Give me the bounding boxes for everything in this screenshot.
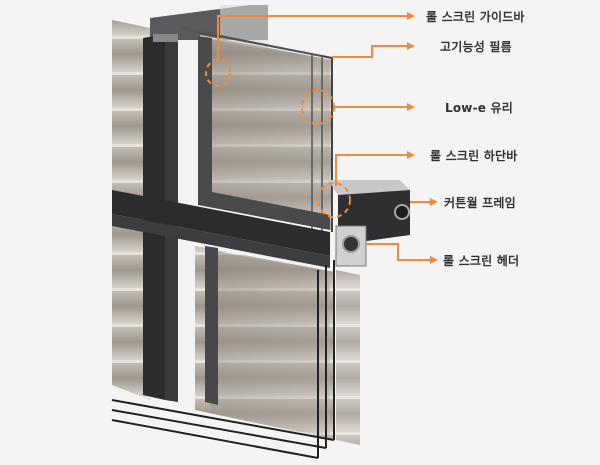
- label-roll-screen-bottom-bar: 롤 스크린 하단바: [430, 149, 518, 163]
- label-curtain-wall-frame: 커튼월 프레임: [444, 196, 516, 210]
- arrowheads: [407, 12, 438, 264]
- label-high-function-film: 고기능성 필름: [440, 40, 512, 54]
- horizontal-transom: [112, 190, 330, 268]
- label-roll-screen-header: 롤 스크린 헤더: [443, 254, 520, 268]
- upper-glass-panel: [181, 27, 333, 245]
- label-roll-screen-guide-bar: 롤 스크린 가이드바: [426, 10, 525, 24]
- leader-lines: [217, 15, 430, 261]
- label-low-e-glass: Low-e 유리: [445, 101, 513, 115]
- lower-glass-panel: [111, 246, 335, 459]
- roll-screen-header-box: [335, 225, 367, 267]
